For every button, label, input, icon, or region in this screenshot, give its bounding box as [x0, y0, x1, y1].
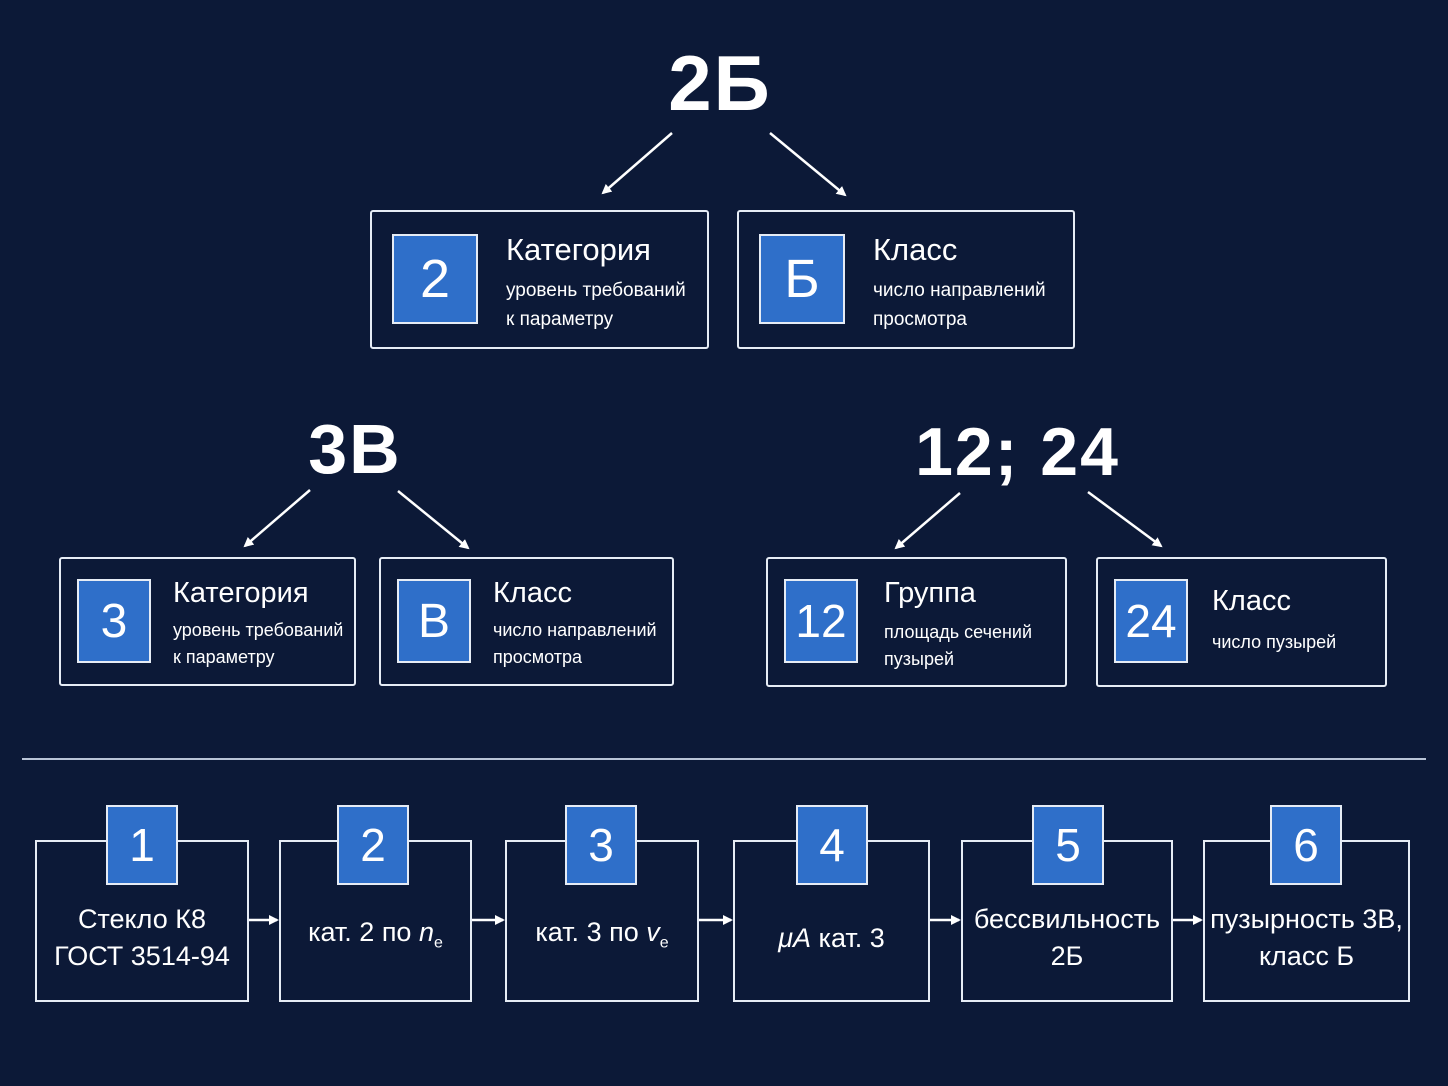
card-class-b: Б Класс число направлений просмотра	[737, 210, 1075, 349]
card-desc-line: к параметру	[506, 309, 614, 330]
card-desc: уровень требований к параметру	[173, 617, 343, 671]
step-text-subscript: e	[434, 934, 443, 952]
step-number-2: 2	[337, 805, 409, 885]
card-desc-line: площадь сечений	[884, 622, 1033, 642]
step-text-symbol: v	[646, 917, 660, 948]
card-desc-line: число направлений	[873, 280, 1046, 301]
section-divider	[22, 758, 1426, 760]
step-box-2: кат. 2 по ne	[279, 840, 472, 1002]
card-desc-line: просмотра	[493, 647, 583, 667]
card-desc: число направлений просмотра	[493, 617, 657, 671]
card-title: Класс	[873, 232, 958, 267]
badge-v: В	[397, 579, 471, 663]
step-line: пузырность 3В,	[1210, 904, 1403, 934]
step-text-symbol: n	[418, 917, 434, 948]
badge-2: 2	[392, 234, 478, 324]
card-title: Класс	[1212, 585, 1291, 617]
step-number-3: 3	[565, 805, 637, 885]
card-desc: число пузырей	[1212, 629, 1336, 656]
arrow-2b-to-class	[769, 132, 847, 197]
step-number-4: 4	[796, 805, 868, 885]
card-title: Класс	[493, 577, 572, 609]
step-number-1: 1	[106, 805, 178, 885]
heading-12-24: 12; 24	[915, 414, 1120, 490]
arrow-3v-to-class	[397, 490, 470, 550]
arrow-2b-to-category	[601, 132, 673, 195]
badge-12: 12	[784, 579, 858, 663]
step-line: 2Б	[1050, 941, 1084, 971]
card-category-3: 3 Категория уровень требований к парамет…	[59, 557, 356, 686]
card-desc: уровень требований к параметру	[506, 276, 686, 334]
step-text: μA кат. 3	[778, 886, 885, 957]
step-line: ГОСТ 3514-94	[54, 941, 230, 971]
card-desc-line: число пузырей	[1212, 632, 1337, 652]
step-text-suffix: кат. 3	[811, 922, 885, 953]
card-category-2: 2 Категория уровень требований к парамет…	[370, 210, 709, 349]
card-title: Категория	[173, 577, 309, 609]
card-desc-line: число направлений	[493, 620, 657, 640]
step-number-6: 6	[1270, 805, 1342, 885]
card-desc: число направлений просмотра	[873, 276, 1046, 334]
step-box-5: бессвильность 2Б	[961, 840, 1173, 1002]
card-class-v: В Класс число направлений просмотра	[379, 557, 674, 686]
step-text-subscript: e	[659, 934, 669, 952]
arrow-1224-to-group	[894, 492, 961, 550]
badge-3: 3	[77, 579, 151, 663]
card-desc-line: уровень требований	[506, 280, 686, 301]
badge-24: 24	[1114, 579, 1188, 663]
card-group-12: 12 Группа площадь сечений пузырей	[766, 557, 1067, 687]
step-text: пузырность 3В, класс Б	[1210, 867, 1403, 975]
step-text: кат. 3 по ve	[535, 880, 668, 961]
heading-2b: 2Б	[668, 39, 772, 127]
card-title: Группа	[884, 577, 976, 609]
arrow-1224-to-class	[1087, 490, 1163, 548]
step-text: кат. 2 по ne	[308, 880, 443, 961]
step-text-prefix: кат. 3 по	[535, 917, 647, 948]
step-line: класс Б	[1258, 941, 1355, 971]
card-desc-line: уровень требований	[173, 620, 344, 640]
step-line: бессвильность	[973, 904, 1161, 934]
step-number-5: 5	[1032, 805, 1104, 885]
step-line: Стекло К8	[77, 904, 206, 934]
arrow-3v-to-category	[243, 489, 311, 548]
step-text-symbol: μA	[778, 922, 812, 953]
badge-b: Б	[759, 234, 845, 324]
card-desc: площадь сечений пузырей	[884, 619, 1032, 673]
heading-3v: 3В	[308, 410, 402, 488]
card-desc-line: к параметру	[173, 647, 275, 667]
step-text: Стекло К8 ГОСТ 3514-94	[54, 867, 230, 975]
card-title: Категория	[506, 232, 651, 267]
step-text: бессвильность 2Б	[974, 867, 1160, 975]
card-desc-line: пузырей	[884, 649, 955, 669]
card-class-24: 24 Класс число пузырей	[1096, 557, 1387, 687]
card-desc-line: просмотра	[873, 309, 967, 330]
step-text-prefix: кат. 2 по	[308, 917, 419, 948]
